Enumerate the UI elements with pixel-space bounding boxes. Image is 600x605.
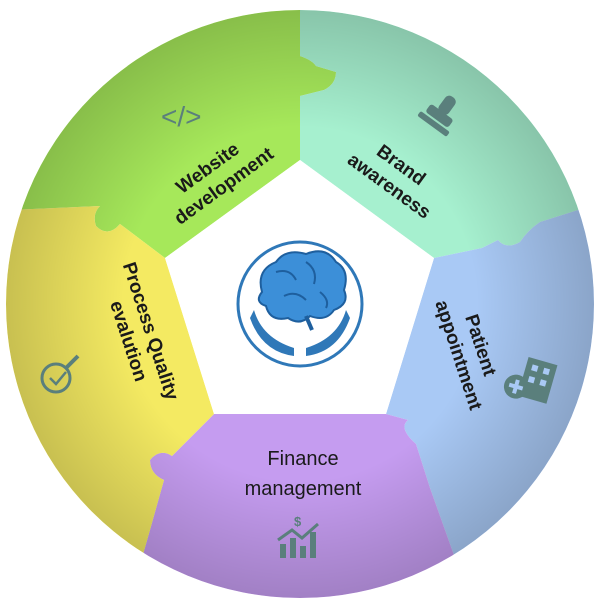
growth-chart-icon: $ xyxy=(277,514,319,558)
brain-in-hands-icon xyxy=(236,240,364,368)
code-brackets-icon: </> xyxy=(161,101,201,132)
search-check-icon xyxy=(40,354,80,394)
svg-text:$: $ xyxy=(294,514,302,529)
hospital-icon xyxy=(503,356,558,404)
finance-label-line1: Finance xyxy=(267,448,338,470)
stamp-icon xyxy=(418,95,456,137)
svg-text:</>: </> xyxy=(161,101,201,132)
finance-label-line2: management xyxy=(245,478,362,500)
